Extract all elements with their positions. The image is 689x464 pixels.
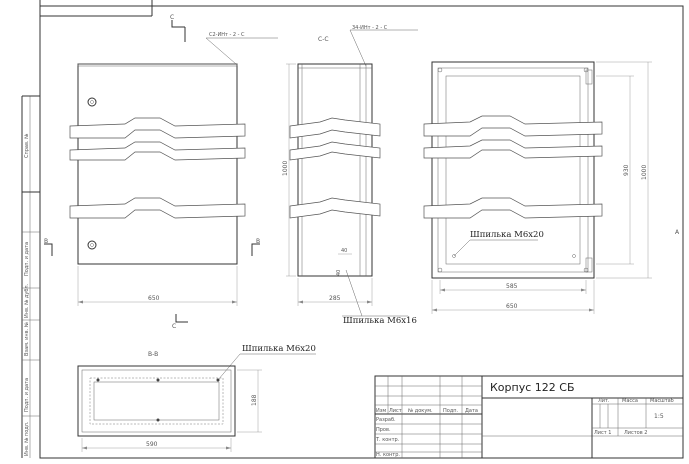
- stamp-field-vzam-inv: Взам. инв. №: [24, 321, 30, 356]
- col-header-list: Лист: [389, 408, 402, 414]
- side-width-dim: 285: [329, 295, 341, 302]
- bottom-stud-callout: Шпилька М6х20: [242, 344, 316, 354]
- side-view: C-C 34-ИНт - 2 - С 1000 40 40 285 Шпильк…: [282, 25, 418, 326]
- front-view: C С2-ИНт - 2 - С B B C 650: [44, 14, 278, 330]
- zone-letter: A: [675, 229, 680, 236]
- col-header-data: Дата: [465, 408, 478, 414]
- stamp-field-inv-dubl: Инв. № дубл.: [24, 283, 30, 318]
- rear-inner-height-dim: 930: [623, 164, 630, 176]
- bottom-width-dim: 590: [146, 441, 158, 448]
- side-stud-callout: Шпилька М6х16: [343, 316, 417, 326]
- stamp-field-podp-data-1: Подп. и дата: [24, 242, 30, 276]
- row-label-razrab: Разраб.: [376, 417, 396, 423]
- lit-label: Лит.: [598, 398, 610, 404]
- hinge-lower-icon: [87, 240, 97, 250]
- front-width-dim: 650: [148, 295, 160, 302]
- row-label-nkontr: Н. контр.: [376, 452, 400, 458]
- title-block: Изм Лист № докум. Подп. Дата Разраб. Про…: [374, 375, 684, 459]
- hinge-upper-icon: [87, 97, 97, 107]
- stamp-field-spravochny: Справ. №: [24, 133, 30, 158]
- side-section-title: C-C: [318, 36, 329, 43]
- side-small-dim-2: 40: [336, 270, 342, 276]
- rear-inner-width-dim: 585: [506, 283, 518, 290]
- stamp-field-podp-data-2: Подп. и дата: [24, 378, 30, 412]
- sheets-label: Листов 2: [624, 430, 647, 436]
- rear-stud-callout: Шпилька М6х20: [470, 230, 544, 240]
- front-left-marker: B: [44, 238, 48, 245]
- sheet-label: Лист 1: [594, 430, 611, 436]
- document-title: Корпус 122 СБ: [490, 381, 575, 394]
- rear-outer-height-dim: 1000: [641, 165, 648, 180]
- scale-label: Масштаб: [650, 398, 674, 404]
- side-roughness: 34-ИНт - 2 - С: [352, 25, 388, 31]
- row-label-prov: Пров.: [376, 427, 391, 433]
- mass-label: Масса: [622, 398, 638, 404]
- side-small-dim-1: 40: [341, 248, 347, 254]
- stamp-field-inv-podl: Инв. № подл.: [24, 421, 30, 456]
- scale-value: 1:5: [654, 413, 664, 420]
- col-header-dokum: № докум.: [408, 408, 433, 414]
- sheet-frame: [21, 0, 684, 459]
- bottom-view: B-B Шпилька М6х20 188 590: [77, 344, 316, 452]
- rear-outer-width-dim: 650: [506, 303, 518, 310]
- front-section-letter: C: [170, 14, 174, 21]
- bottom-section-title: B-B: [148, 351, 158, 358]
- front-section-marker-bottom: C: [172, 323, 176, 330]
- col-header-podp: Подп.: [443, 408, 459, 414]
- bottom-depth-dim: 188: [251, 394, 258, 406]
- rear-view: Шпилька М6х20 930 1000 585 650: [423, 61, 652, 314]
- side-height-dim: 1000: [282, 161, 289, 176]
- col-header-izm: Изм: [376, 408, 386, 414]
- row-label-tkontr: Т. контр.: [375, 437, 400, 443]
- left-stamp: Справ. № Подп. и дата Инв. № дубл. Взам.…: [24, 133, 30, 456]
- front-right-marker: B: [256, 238, 260, 245]
- front-roughness: С2-ИНт - 2 - С: [209, 32, 245, 38]
